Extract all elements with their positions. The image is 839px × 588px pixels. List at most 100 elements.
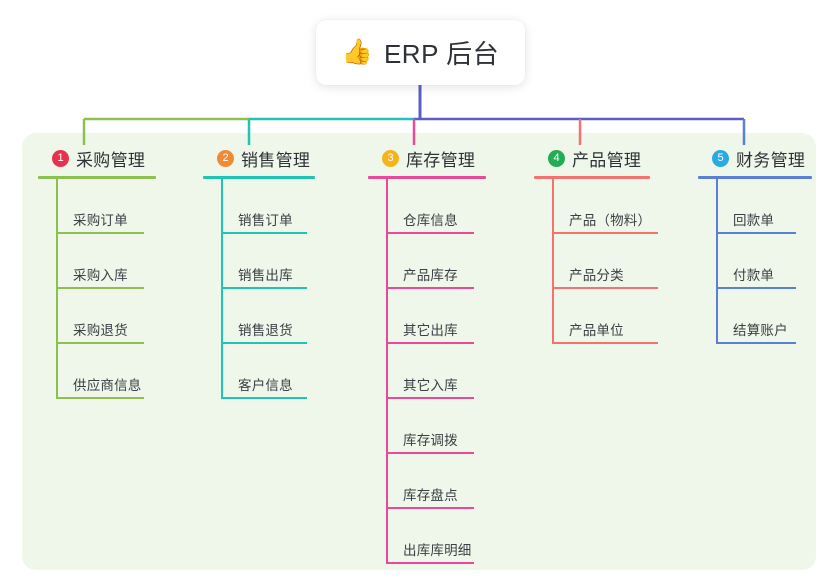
leaf-underline [56, 397, 144, 399]
leaf-underline [56, 287, 144, 289]
leaf-underline [386, 232, 474, 234]
leaf-underline [56, 232, 144, 234]
branch-title-3: 库存管理 [406, 150, 476, 170]
leaf-item[interactable]: 产品库存 [386, 234, 528, 289]
branch-spine-5 [716, 179, 718, 344]
leaf-label: 产品单位 [569, 323, 624, 338]
branch-badge-1: 1 [52, 149, 69, 167]
leaf-underline [552, 342, 658, 344]
leaf-label: 采购订单 [73, 213, 128, 228]
leaf-item[interactable]: 采购订单 [56, 179, 188, 234]
leaf-underline [716, 287, 796, 289]
branch-header-4[interactable]: 4 产品管理 [534, 145, 694, 171]
leaf-underline [221, 287, 307, 289]
branch-column-5: 5 财务管理回款单付款单结算账户 [698, 145, 838, 344]
branch-underline-3 [368, 176, 486, 179]
leaf-label: 销售出库 [238, 268, 293, 283]
leaf-underline [386, 507, 474, 509]
leaf-label: 采购退货 [73, 323, 128, 338]
leaf-underline [221, 397, 307, 399]
leaf-label: 产品（物料） [569, 213, 652, 228]
branch-title-2: 销售管理 [241, 150, 311, 170]
leaf-item[interactable]: 结算账户 [716, 289, 838, 344]
leaf-label: 供应商信息 [73, 378, 142, 393]
leaf-underline [56, 342, 144, 344]
leaf-item[interactable]: 销售订单 [221, 179, 353, 234]
leaf-label: 产品分类 [569, 268, 624, 283]
branch-badge-2: 2 [217, 149, 234, 167]
leaf-item[interactable]: 供应商信息 [56, 344, 188, 399]
leaf-label: 出库库明细 [403, 543, 472, 558]
leaf-item[interactable]: 出库库明细 [386, 509, 528, 564]
leaf-item[interactable]: 客户信息 [221, 344, 353, 399]
leaf-item[interactable]: 产品分类 [552, 234, 694, 289]
leaf-item[interactable]: 销售退货 [221, 289, 353, 344]
leaf-label: 回款单 [733, 213, 775, 228]
branch-header-3[interactable]: 3 库存管理 [368, 145, 528, 171]
leaf-item[interactable]: 库存调拨 [386, 399, 528, 454]
leaf-underline [221, 342, 307, 344]
leaf-item[interactable]: 其它入库 [386, 344, 528, 399]
leaf-underline [386, 452, 474, 454]
branch-underline-2 [203, 176, 315, 179]
leaf-label: 其它出库 [403, 323, 458, 338]
branch-title-4: 产品管理 [572, 150, 642, 170]
branch-spine-1 [56, 179, 58, 399]
leaf-underline [386, 397, 474, 399]
leaf-item[interactable]: 付款单 [716, 234, 838, 289]
branch-underline-4 [534, 176, 650, 179]
leaf-underline [386, 342, 474, 344]
branch-underline-5 [698, 176, 812, 179]
branches-panel [22, 133, 816, 570]
leaf-underline [221, 232, 307, 234]
leaf-label: 库存盘点 [403, 488, 458, 503]
leaf-label: 产品库存 [403, 268, 458, 283]
branch-title-1: 采购管理 [76, 150, 146, 170]
leaf-label: 销售退货 [238, 323, 293, 338]
leaf-item[interactable]: 库存盘点 [386, 454, 528, 509]
leaf-list-2: 销售订单销售出库销售退货客户信息 [203, 179, 353, 399]
leaf-item[interactable]: 产品单位 [552, 289, 694, 344]
root-title: ERP 后台 [383, 39, 500, 69]
branch-header-1[interactable]: 1 采购管理 [38, 145, 188, 171]
branch-header-2[interactable]: 2 销售管理 [203, 145, 353, 171]
leaf-underline [716, 342, 796, 344]
leaf-item[interactable]: 其它出库 [386, 289, 528, 344]
leaf-underline [716, 232, 796, 234]
leaf-item[interactable]: 产品（物料） [552, 179, 694, 234]
branch-underline-1 [38, 176, 156, 179]
branch-badge-5: 5 [712, 149, 729, 167]
leaf-label: 采购入库 [73, 268, 128, 283]
leaf-item[interactable]: 回款单 [716, 179, 838, 234]
branch-badge-3: 3 [382, 149, 399, 167]
leaf-item[interactable]: 仓库信息 [386, 179, 528, 234]
branch-spine-2 [221, 179, 223, 399]
leaf-underline [552, 287, 658, 289]
leaf-list-3: 仓库信息产品库存其它出库其它入库库存调拨库存盘点出库库明细 [368, 179, 528, 564]
leaf-underline [386, 562, 474, 564]
leaf-label: 仓库信息 [403, 213, 458, 228]
branch-column-2: 2 销售管理销售订单销售出库销售退货客户信息 [203, 145, 353, 399]
leaf-label: 销售订单 [238, 213, 293, 228]
leaf-list-5: 回款单付款单结算账户 [698, 179, 838, 344]
leaf-item[interactable]: 采购退货 [56, 289, 188, 344]
branch-column-4: 4 产品管理产品（物料） 产品分类产品单位 [534, 145, 694, 344]
root-node[interactable]: 👍 ERP 后台 [316, 20, 525, 85]
leaf-list-4: 产品（物料） 产品分类产品单位 [534, 179, 694, 344]
leaf-underline [386, 287, 474, 289]
branch-column-3: 3 库存管理仓库信息产品库存其它出库其它入库库存调拨库存盘点出库库明细 [368, 145, 528, 564]
leaf-item[interactable]: 销售出库 [221, 234, 353, 289]
leaf-label: 付款单 [733, 268, 775, 283]
leaf-item[interactable]: 采购入库 [56, 234, 188, 289]
branch-spine-4 [552, 179, 554, 344]
leaf-label: 结算账户 [733, 323, 788, 338]
leaf-underline [552, 232, 658, 234]
leaf-label: 库存调拨 [403, 433, 458, 448]
thumbs-up-icon: 👍 [341, 38, 373, 66]
branch-title-5: 财务管理 [736, 150, 806, 170]
branch-header-5[interactable]: 5 财务管理 [698, 145, 838, 171]
branch-badge-4: 4 [548, 149, 565, 167]
leaf-list-1: 采购订单采购入库采购退货供应商信息 [38, 179, 188, 399]
branch-spine-3 [386, 179, 388, 564]
